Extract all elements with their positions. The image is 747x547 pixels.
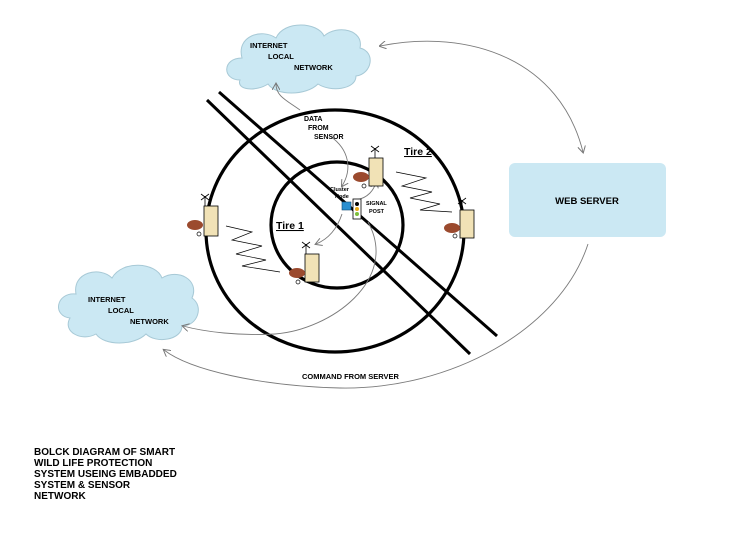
arrow-top-cloud-to-server <box>380 41 583 152</box>
cloud-left-line-3: NETWORK <box>130 317 169 326</box>
cluster-node-label-2: Node <box>335 194 349 200</box>
zigzag-right <box>395 171 453 213</box>
diagram-caption: BOLCK DIAGRAM OF SMART WILD LIFE PROTECT… <box>34 447 234 502</box>
arrow-signal-to-left-cloud <box>183 221 377 335</box>
arrow-sensor-to-top-cloud <box>276 84 301 111</box>
arrow-server-command <box>164 243 589 389</box>
wireless-links <box>225 171 453 273</box>
cloud-shape-top <box>226 24 371 94</box>
cloud-top-line-1: INTERNET <box>250 41 288 50</box>
road-line-lower <box>205 98 472 356</box>
cloud-top-line-3: NETWORK <box>294 63 333 72</box>
arrow-cluster-to-left-sensor <box>316 213 343 244</box>
inner-ring-tire1 <box>269 160 405 290</box>
cloud-top-line-2: LOCAL <box>268 52 294 61</box>
arrow-data-to-cluster <box>329 135 348 186</box>
cluster-node-box <box>341 201 352 211</box>
web-server-label: WEB SERVER <box>555 196 619 207</box>
cloud-left-line-1: INTERNET <box>88 295 126 304</box>
command-from-server-label: COMMAND FROM SERVER <box>302 372 400 381</box>
sensor-node-left <box>187 193 219 237</box>
signal-post-label-1: SIGNAL <box>366 201 387 207</box>
signal-post: SIGNAL POST <box>352 198 387 220</box>
caption-line-5: NETWORK <box>34 491 86 502</box>
web-server: WEB SERVER <box>509 163 666 237</box>
data-from-sensor-line-3: SENSOR <box>314 134 344 141</box>
cluster-node-label-1: Cluster <box>330 187 350 193</box>
tire1-label: Tire 1 <box>276 220 304 232</box>
cloud-shape-left <box>58 264 199 344</box>
sensor-node-tire2-top <box>353 145 384 189</box>
web-server-box <box>509 163 666 237</box>
caption-line-3: SYSTEM USEING EMBADDED <box>34 469 177 480</box>
tire2-label: Tire 2 <box>404 146 432 158</box>
caption-line-4: SYSTEM & SENSOR <box>34 480 131 491</box>
zigzag-left <box>225 225 281 273</box>
caption-line-2: WILD LIFE PROTECTION <box>34 458 153 469</box>
cloud-internet-left: INTERNET LOCAL NETWORK <box>58 264 199 344</box>
cloud-left-line-2: LOCAL <box>108 306 134 315</box>
sensor-node-right <box>444 197 475 239</box>
cluster-node: Cluster Node <box>330 187 352 211</box>
data-from-sensor-line-2: FROM <box>308 125 329 132</box>
caption-line-1: BOLCK DIAGRAM OF SMART <box>34 447 176 458</box>
data-from-sensor-line-1: DATA <box>304 116 322 123</box>
signal-post-label-2: POST <box>369 209 385 215</box>
cloud-internet-top: INTERNET LOCAL NETWORK <box>226 24 371 94</box>
sensor-node-tire1 <box>289 241 320 285</box>
